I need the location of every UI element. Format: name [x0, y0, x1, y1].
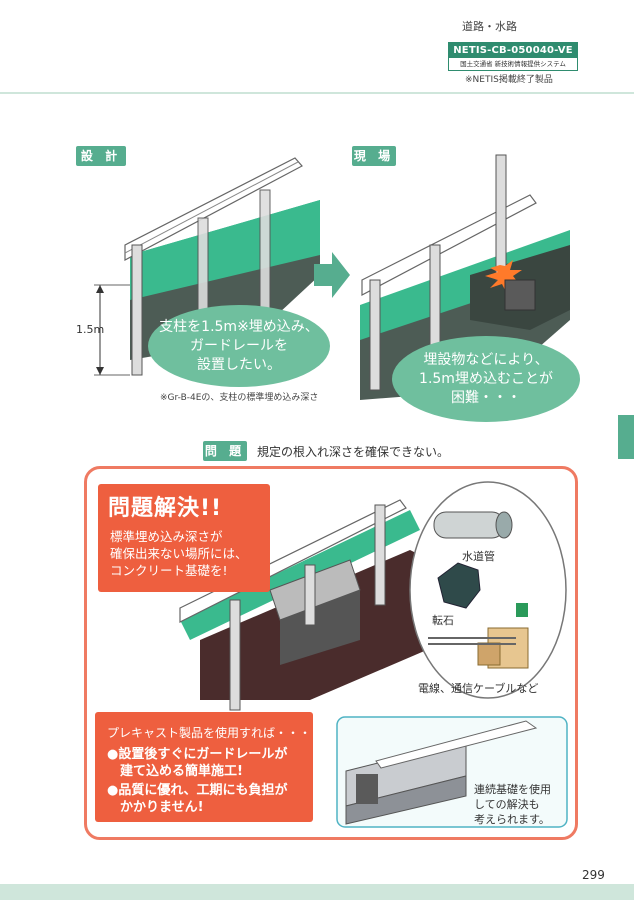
precast-item-line: ●設置後すぐにガードレールが: [107, 747, 288, 762]
cable-label: 電線、通信ケーブルなど: [418, 682, 539, 695]
site-bubble-line: 1.5m埋め込むことが: [419, 370, 553, 387]
buried-objects-cloud: [409, 481, 567, 699]
precast-item-1: ●設置後すぐにガードレールが 建て込める簡単施工!: [107, 746, 287, 780]
header-divider: [0, 92, 634, 94]
section-side-tab: [618, 415, 634, 459]
continuous-foundation-text: 連続基礎を使用 しての解決も 考えられます。: [474, 782, 551, 827]
precast-item-2: ●品質に優れ、工期にも負担が かかりません!: [107, 782, 287, 816]
arrow-right-icon: [314, 252, 350, 298]
design-label: 設 計: [76, 146, 126, 166]
problem-text: 規定の根入れ深さを確保できない。: [257, 444, 450, 459]
precast-item-line: 建て込める簡単施工!: [107, 764, 243, 779]
precast-title: プレキャスト製品を使用すれば・・・: [107, 726, 312, 740]
problem-row: 問 題 規定の根入れ深さを確保できない。: [203, 441, 449, 461]
precast-benefits: プレキャスト製品を使用すれば・・・ ●設置後すぐにガードレールが 建て込める簡単…: [95, 712, 313, 822]
solve-line: コンクリート基礎を!: [110, 563, 228, 578]
rock-icon: [437, 562, 481, 609]
page-category: 道路・水路: [462, 20, 517, 33]
netis-code: NETIS-CB-050040-VE: [449, 43, 577, 58]
design-bubble-line: 支柱を1.5m※埋め込み、: [159, 318, 319, 335]
design-bubble-line: 設置したい。: [196, 356, 281, 373]
water-pipe-label: 水道管: [462, 550, 495, 563]
solve-title: 問題解決!!: [108, 496, 223, 521]
solve-line: 標準埋め込み深さが: [110, 529, 223, 544]
design-bubble-line: ガードレールを: [189, 337, 288, 354]
continuous-line: 考えられます。: [474, 813, 550, 826]
netis-subtitle: 国土交通省 新技術情報提供システム: [460, 60, 566, 68]
precast-item-line: ●品質に優れ、工期にも負担が: [107, 783, 288, 798]
netis-badge: NETIS-CB-050040-VE 国土交通省 新技術情報提供システム: [448, 42, 578, 71]
netis-ended-note: ※NETIS掲載終了製品: [465, 75, 553, 85]
solve-body: 標準埋め込み深さが 確保出来ない場所には、 コンクリート基礎を!: [110, 528, 248, 579]
page-number: 299: [582, 868, 605, 882]
site-label: 現 場: [352, 146, 396, 166]
site-bubble-line: 埋設物などにより、: [423, 351, 549, 368]
continuous-line: しての解決も: [474, 798, 540, 811]
solve-line: 確保出来ない場所には、: [110, 546, 248, 561]
design-footnote: ※Gr-B-4Eの、支柱の標準埋め込み深さ: [160, 393, 319, 403]
water-pipe-icon: [433, 511, 505, 539]
site-bubble-line: 困難・・・: [451, 389, 521, 406]
site-speech-bubble: 埋設物などにより、 1.5m埋め込むことが 困難・・・: [392, 336, 580, 422]
problem-label: 問 題: [203, 441, 247, 461]
rock-label: 転石: [432, 614, 454, 627]
depth-label: 1.5m: [76, 323, 105, 336]
design-speech-bubble: 支柱を1.5m※埋め込み、 ガードレールを 設置したい。: [148, 305, 330, 387]
precast-item-line: かかりません!: [107, 800, 204, 815]
continuous-line: 連続基礎を使用: [474, 783, 551, 796]
problem-solved-callout: 問題解決!! 標準埋め込み深さが 確保出来ない場所には、 コンクリート基礎を!: [98, 484, 270, 592]
footer-bar: [0, 884, 634, 900]
continuous-foundation-illustration: [336, 716, 568, 828]
